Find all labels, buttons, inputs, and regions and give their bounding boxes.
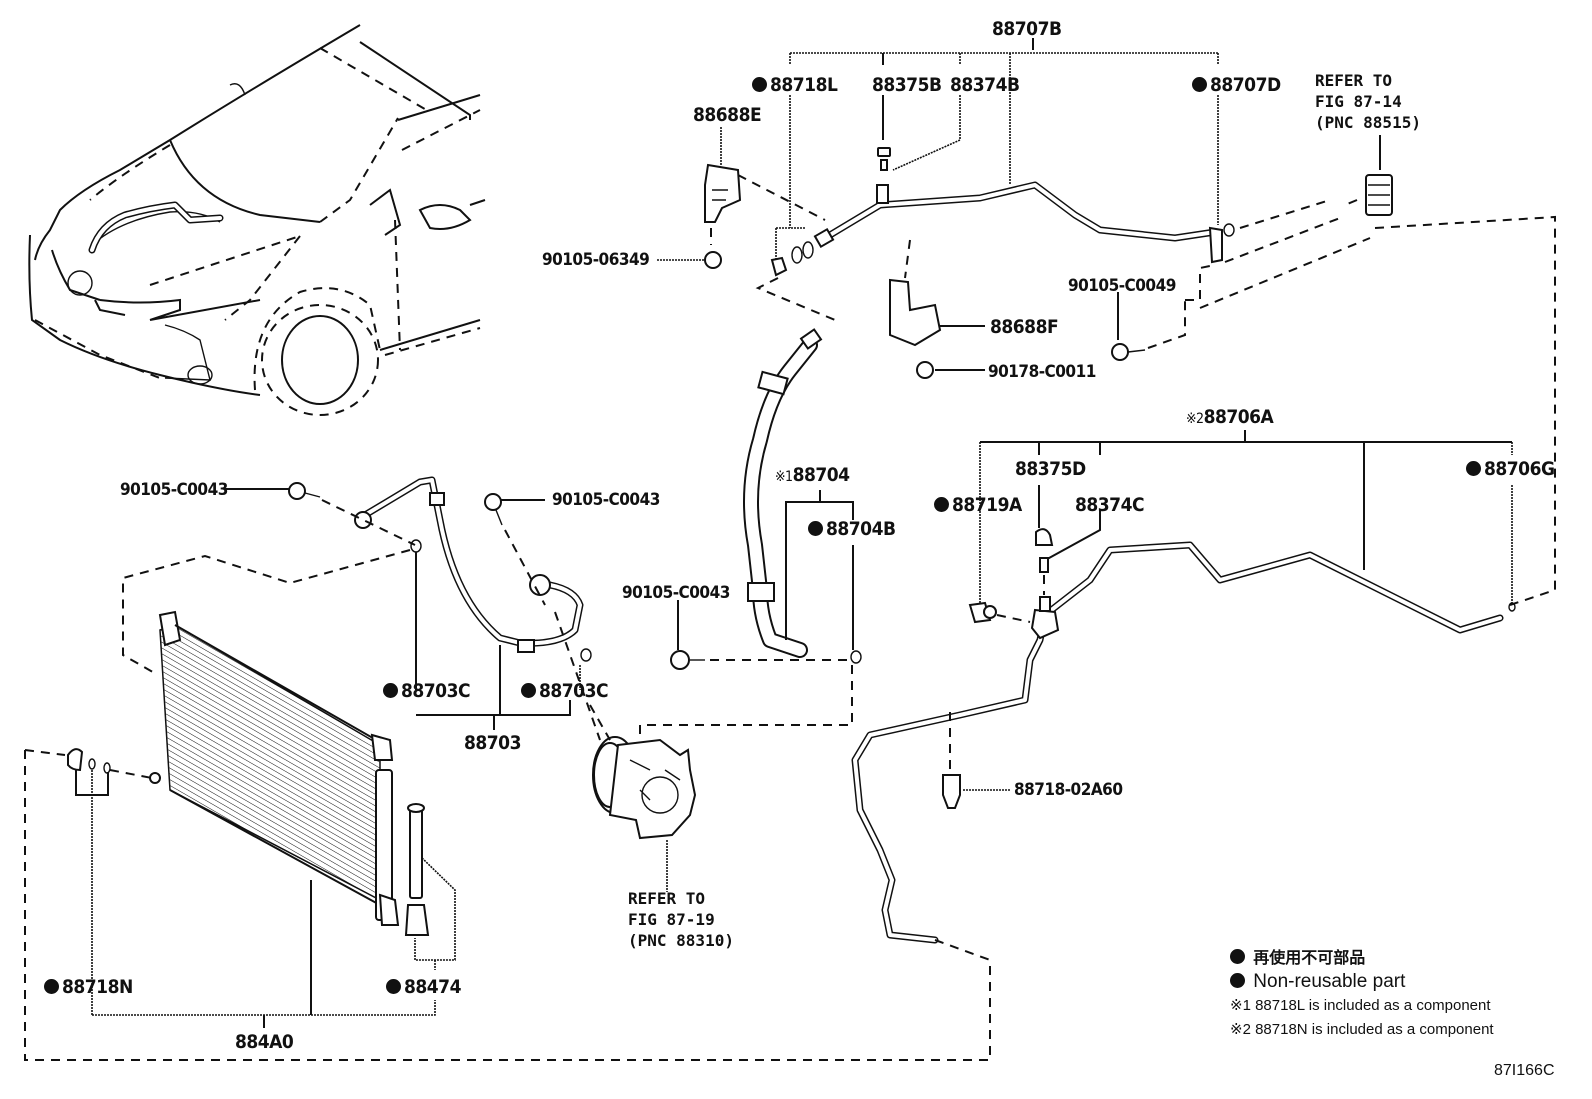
label-88474: 88474 — [386, 978, 461, 997]
non-reusable-dot-icon — [1230, 949, 1245, 964]
label-88704: ※188704 — [775, 466, 850, 485]
label-88718L: 88718L — [752, 74, 838, 96]
ref-line-2: FIG 87-19 — [628, 910, 715, 929]
upper-pipe-88707B — [737, 38, 1341, 321]
label-88703C-right-text: 88703C — [539, 680, 609, 702]
label-88706A: ※288706A — [1186, 406, 1274, 428]
label-88375D: 88375D — [1015, 458, 1086, 480]
legend-note-1-mark: ※1 — [1230, 997, 1251, 1014]
label-88707B: 88707B — [992, 18, 1062, 40]
label-88703C-left: 88703C — [383, 680, 471, 702]
label-88707D: 88707D — [1192, 76, 1281, 95]
label-90105-C0043-left: 90105-C0043 — [120, 480, 228, 500]
non-reusable-dot-icon — [383, 683, 398, 698]
dashed-connection-right — [1374, 215, 1556, 606]
non-reusable-dot-icon — [808, 521, 823, 536]
label-88374C: 88374C — [1075, 494, 1145, 516]
label-88375B: 88375B — [872, 74, 942, 96]
legend-en-text: Non-reusable part — [1253, 971, 1406, 992]
non-reusable-dot-icon — [1230, 973, 1245, 988]
ref-line-3: (PNC 88310) — [628, 931, 734, 950]
label-88703C-left-text: 88703C — [401, 680, 471, 702]
bracket-88688E — [657, 127, 742, 269]
label-88374B: 88374B — [950, 74, 1020, 96]
legend-note-2: ※2 88718N is included as a component — [1230, 1018, 1494, 1042]
compressor-reference: REFER TO FIG 87-19 (PNC 88310) — [628, 888, 734, 951]
legend-note-1-text: 88718L is included as a component — [1255, 997, 1491, 1014]
label-88704B: 88704B — [808, 520, 896, 539]
label-88706G: 88706G — [1466, 460, 1555, 479]
legend: 再使用不可部品 Non-reusable part ※1 88718L is i… — [1230, 946, 1494, 1042]
non-reusable-dot-icon — [521, 683, 536, 698]
label-88719A-text: 88719A — [952, 494, 1022, 516]
label-884A0: 884A0 — [235, 1031, 294, 1053]
label-88706A-text: 88706A — [1203, 406, 1274, 428]
legend-jp: 再使用不可部品 — [1230, 946, 1494, 970]
label-88688F: 88688F — [990, 316, 1059, 338]
label-88718N: 88718N — [44, 978, 133, 997]
label-90105-06349: 90105-06349 — [542, 250, 650, 270]
legend-jp-text: 再使用不可部品 — [1253, 950, 1366, 967]
non-reusable-dot-icon — [1192, 77, 1207, 92]
ref-line-2: FIG 87-14 — [1315, 92, 1402, 111]
legend-note-2-text: 88718N is included as a component — [1255, 1021, 1494, 1038]
receiver-reference: REFER TO FIG 87-14 (PNC 88515) — [1315, 70, 1421, 133]
label-90105-C0043-hose: 90105-C0043 — [622, 583, 730, 603]
lower-pipe-88706A — [851, 430, 1516, 961]
label-90105-C0043-middle: 90105-C0043 — [552, 490, 660, 510]
ref-line-3: (PNC 88515) — [1315, 113, 1421, 132]
label-88718-02A60: 88718-02A60 — [1014, 780, 1123, 800]
label-88718L-text: 88718L — [770, 74, 838, 96]
label-88474-text: 88474 — [404, 976, 461, 998]
ref-line-1: REFER TO — [628, 889, 706, 908]
compressor — [589, 704, 697, 892]
label-88703C-right: 88703C — [521, 680, 609, 702]
label-88704-text: 88704 — [792, 464, 850, 486]
legend-note-1: ※1 88718L is included as a component — [1230, 994, 1494, 1018]
car-illustration — [28, 24, 486, 416]
hose-88703 — [122, 476, 601, 741]
non-reusable-dot-icon — [934, 497, 949, 512]
hose-88704 — [639, 328, 862, 738]
label-88707D-text: 88707D — [1210, 74, 1281, 96]
clamp-88688F — [889, 239, 985, 379]
non-reusable-dot-icon — [44, 979, 59, 994]
condenser — [24, 610, 991, 1061]
non-reusable-dot-icon — [386, 979, 401, 994]
ref-line-1: REFER TO — [1315, 71, 1393, 90]
non-reusable-dot-icon — [1466, 461, 1481, 476]
legend-note-2-mark: ※2 — [1230, 1021, 1251, 1038]
label-90178-C0011: 90178-C0011 — [988, 362, 1096, 382]
receiver-fitting — [1344, 135, 1393, 216]
label-88706G-text: 88706G — [1484, 458, 1555, 480]
label-88718N-text: 88718N — [62, 976, 133, 998]
label-88688E: 88688E — [693, 104, 762, 126]
note-mark-1: ※1 — [775, 469, 793, 485]
label-90105-C0049: 90105-C0049 — [1068, 276, 1176, 296]
non-reusable-dot-icon — [752, 77, 767, 92]
legend-en: Non-reusable part — [1230, 970, 1494, 994]
label-88703: 88703 — [464, 732, 521, 754]
label-88719A: 88719A — [934, 496, 1022, 515]
note-mark-2: ※2 — [1186, 411, 1204, 427]
bolt-90105-C0049-assembly — [1111, 237, 1371, 361]
figure-code: 87I166C — [1494, 1062, 1555, 1079]
label-88704B-text: 88704B — [826, 518, 896, 540]
